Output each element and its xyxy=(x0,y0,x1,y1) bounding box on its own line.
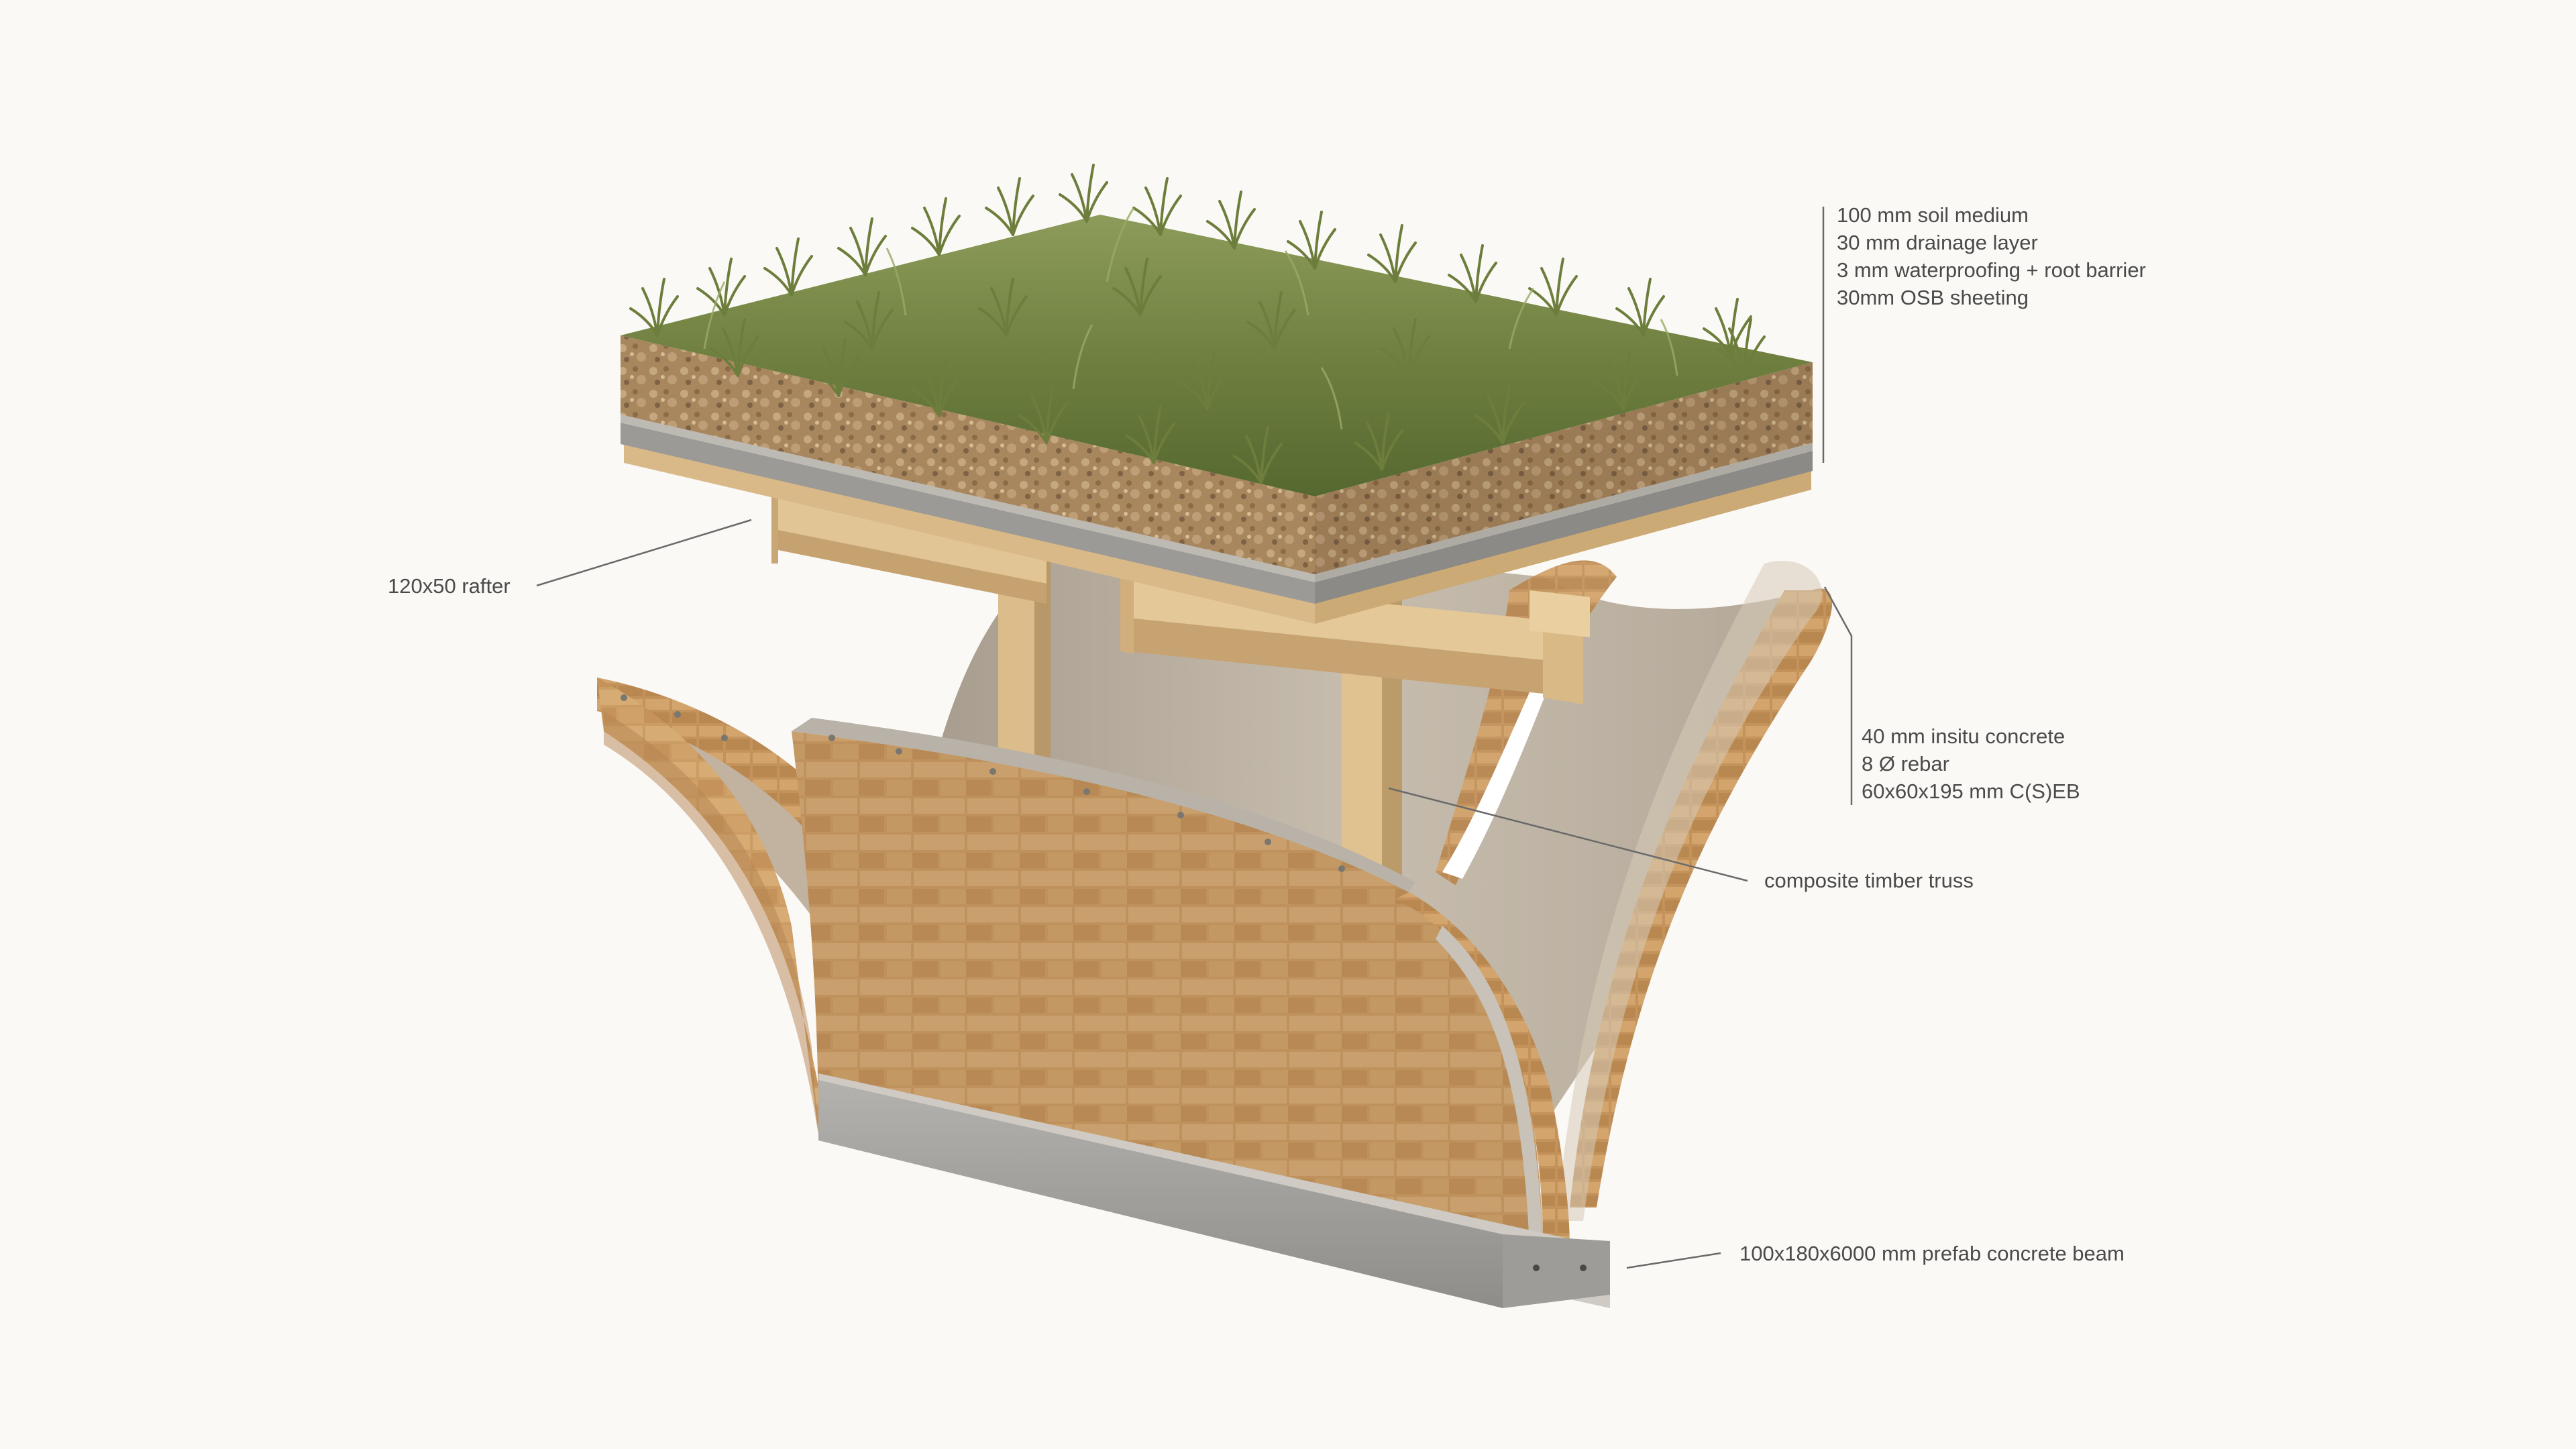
rafter-label: 120x50 rafter xyxy=(388,574,511,598)
leader-lines xyxy=(536,207,1853,1269)
beam-label: 100x180x6000 mm prefab concrete beam xyxy=(1739,1242,2125,1265)
truss-leader xyxy=(1388,787,1748,882)
beam-leader xyxy=(1626,1252,1721,1269)
vault-layer-rebar: 8 Ø rebar xyxy=(1862,752,1949,775)
roof-layer-osb: 30mm OSB sheeting xyxy=(1837,286,2029,309)
prefab-concrete-beam xyxy=(818,1073,1610,1308)
composite-timber-truss xyxy=(771,483,1590,892)
roof-layer-soil: 100 mm soil medium xyxy=(1837,203,2029,227)
roof-layer-drainage: 30 mm drainage layer xyxy=(1837,231,2038,254)
rafter-leader xyxy=(536,519,752,587)
roof-layer-waterproofing: 3 mm waterproofing + root barrier xyxy=(1837,258,2146,282)
vault-layer-ceb: 60x60x195 mm C(S)EB xyxy=(1862,780,2080,803)
green-roof-build-up xyxy=(621,164,1813,624)
rebar-dot-icon xyxy=(621,694,1415,892)
vault-layers-label: 40 mm insitu concrete 8 Ø rebar 60x60x19… xyxy=(1862,722,2080,805)
truss-label: composite timber truss xyxy=(1764,869,1974,892)
roof-layers-label: 100 mm soil medium 30 mm drainage layer … xyxy=(1837,201,2146,311)
vault-layer-concrete: 40 mm insitu concrete xyxy=(1862,724,2065,748)
vault-layers-leader xyxy=(1823,586,1853,805)
